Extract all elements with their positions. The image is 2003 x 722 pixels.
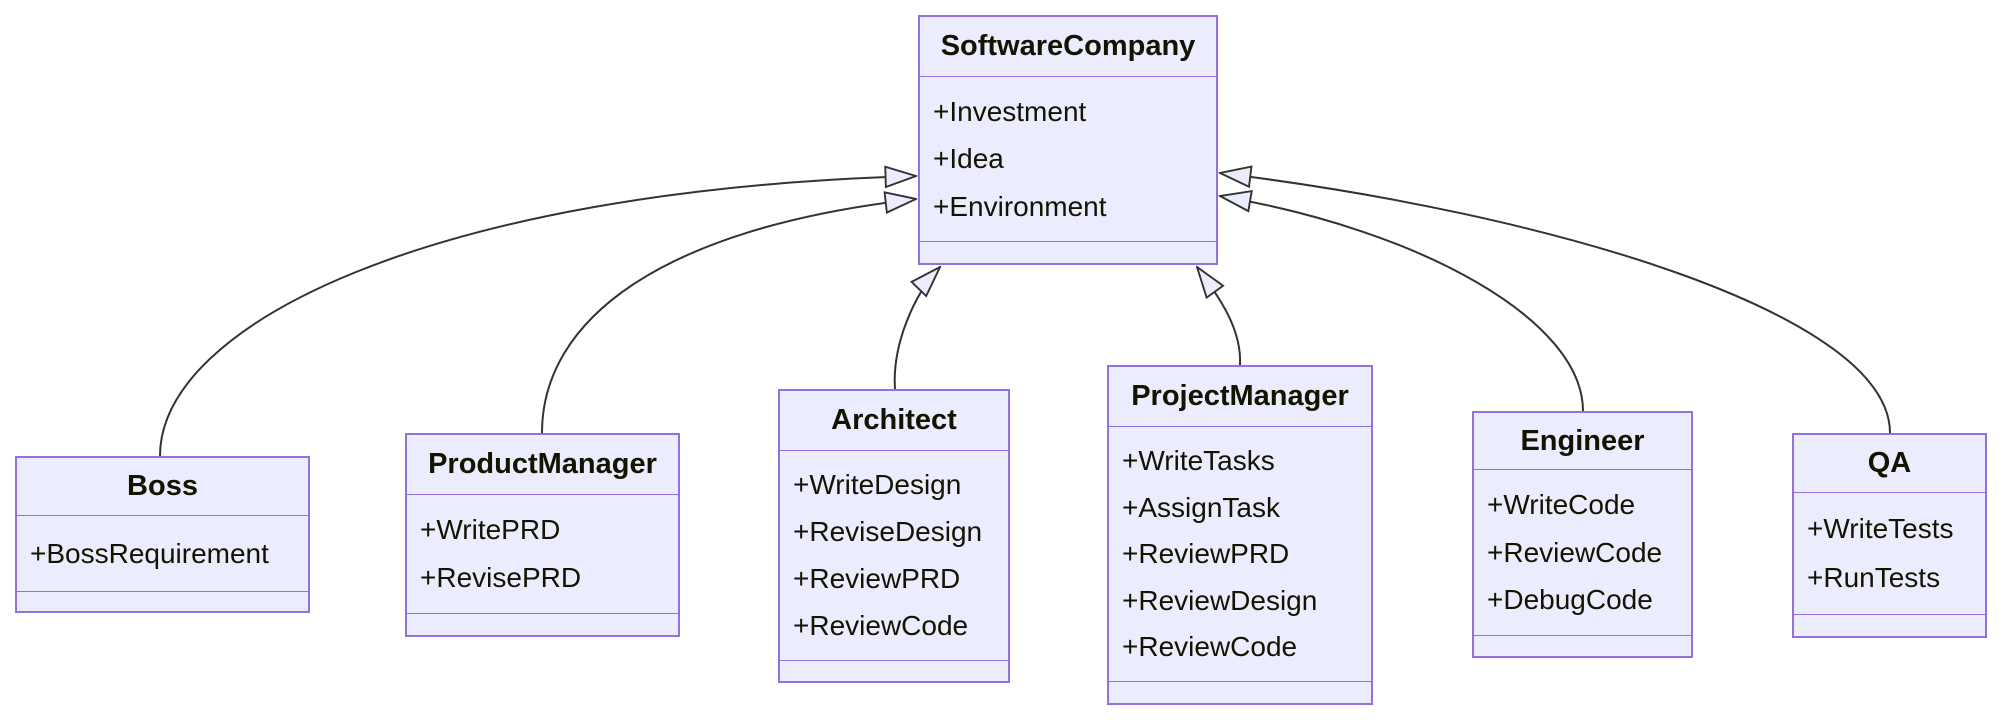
class-attribute: +BossRequirement [30, 537, 269, 569]
inheritance-edge-boss [159, 176, 916, 457]
class-methods-empty [407, 613, 678, 635]
class-box-boss: Boss +BossRequirement [15, 456, 310, 613]
class-attributes: +WriteDesign +ReviseDesign +ReviewPRD +R… [780, 451, 1008, 660]
class-title: SoftwareCompany [920, 17, 1216, 77]
class-title: ProjectManager [1109, 367, 1371, 427]
class-attributes: +WriteTests +RunTests [1794, 493, 1985, 614]
inheritance-edge-productmanager [541, 199, 916, 434]
class-attribute: +ReviewCode [1122, 631, 1298, 663]
class-attribute: +ReviewCode [1487, 536, 1663, 568]
class-box-qa: QA +WriteTests +RunTests [1792, 433, 1987, 638]
class-box-productmanager: ProductManager +WritePRD +RevisePRD [405, 433, 680, 637]
class-attribute: +DebugCode [1487, 584, 1653, 616]
class-attribute: +RunTests [1807, 562, 1941, 594]
class-box-projectmanager: ProjectManager +WriteTasks +AssignTask +… [1107, 365, 1373, 705]
inheritance-edge-projectmanager [1197, 267, 1242, 366]
class-title: ProductManager [407, 435, 678, 495]
class-box-engineer: Engineer +WriteCode +ReviewCode +DebugCo… [1472, 411, 1693, 658]
class-methods-empty [920, 241, 1216, 263]
class-title: QA [1794, 435, 1985, 493]
inheritance-edge-qa [1220, 173, 1891, 434]
class-attribute: +ReviewPRD [793, 563, 961, 595]
class-title: Engineer [1474, 413, 1691, 470]
inheritance-edge-engineer [1220, 196, 1584, 412]
class-attribute: +ReviewCode [793, 610, 969, 642]
inheritance-edge-architect [893, 267, 940, 390]
class-attributes: +WriteTasks +AssignTask +ReviewPRD +Revi… [1109, 427, 1371, 681]
class-title: Architect [780, 391, 1008, 451]
class-attribute: +Investment [933, 95, 1087, 127]
class-attribute: +ReviseDesign [793, 516, 983, 548]
class-attribute: +AssignTask [1122, 491, 1280, 523]
class-attribute: +ReviewDesign [1122, 584, 1318, 616]
class-box-softwarecompany: SoftwareCompany +Investment +Idea +Envir… [918, 15, 1218, 265]
class-attribute: +Idea [933, 143, 1004, 175]
class-attribute: +WriteCode [1487, 489, 1636, 521]
class-attribute: +RevisePRD [420, 562, 582, 594]
class-methods-empty [1474, 635, 1691, 656]
class-box-architect: Architect +WriteDesign +ReviseDesign +Re… [778, 389, 1010, 683]
class-methods-empty [780, 660, 1008, 681]
class-attribute: +ReviewPRD [1122, 538, 1290, 570]
class-attributes: +Investment +Idea +Environment [920, 77, 1216, 241]
class-attributes: +WriteCode +ReviewCode +DebugCode [1474, 470, 1691, 635]
class-methods-empty [17, 591, 308, 611]
class-attribute: +WriteTests [1807, 513, 1954, 545]
class-attribute: +Environment [933, 190, 1107, 222]
class-attribute: +WritePRD [420, 514, 561, 546]
class-title: Boss [17, 458, 308, 516]
class-attribute: +WriteTasks [1122, 445, 1275, 476]
class-attributes: +BossRequirement [17, 516, 308, 591]
class-methods-empty [1794, 614, 1985, 636]
class-attributes: +WritePRD +RevisePRD [407, 495, 678, 613]
class-methods-empty [1109, 681, 1371, 703]
class-attribute: +WriteDesign [793, 469, 962, 501]
